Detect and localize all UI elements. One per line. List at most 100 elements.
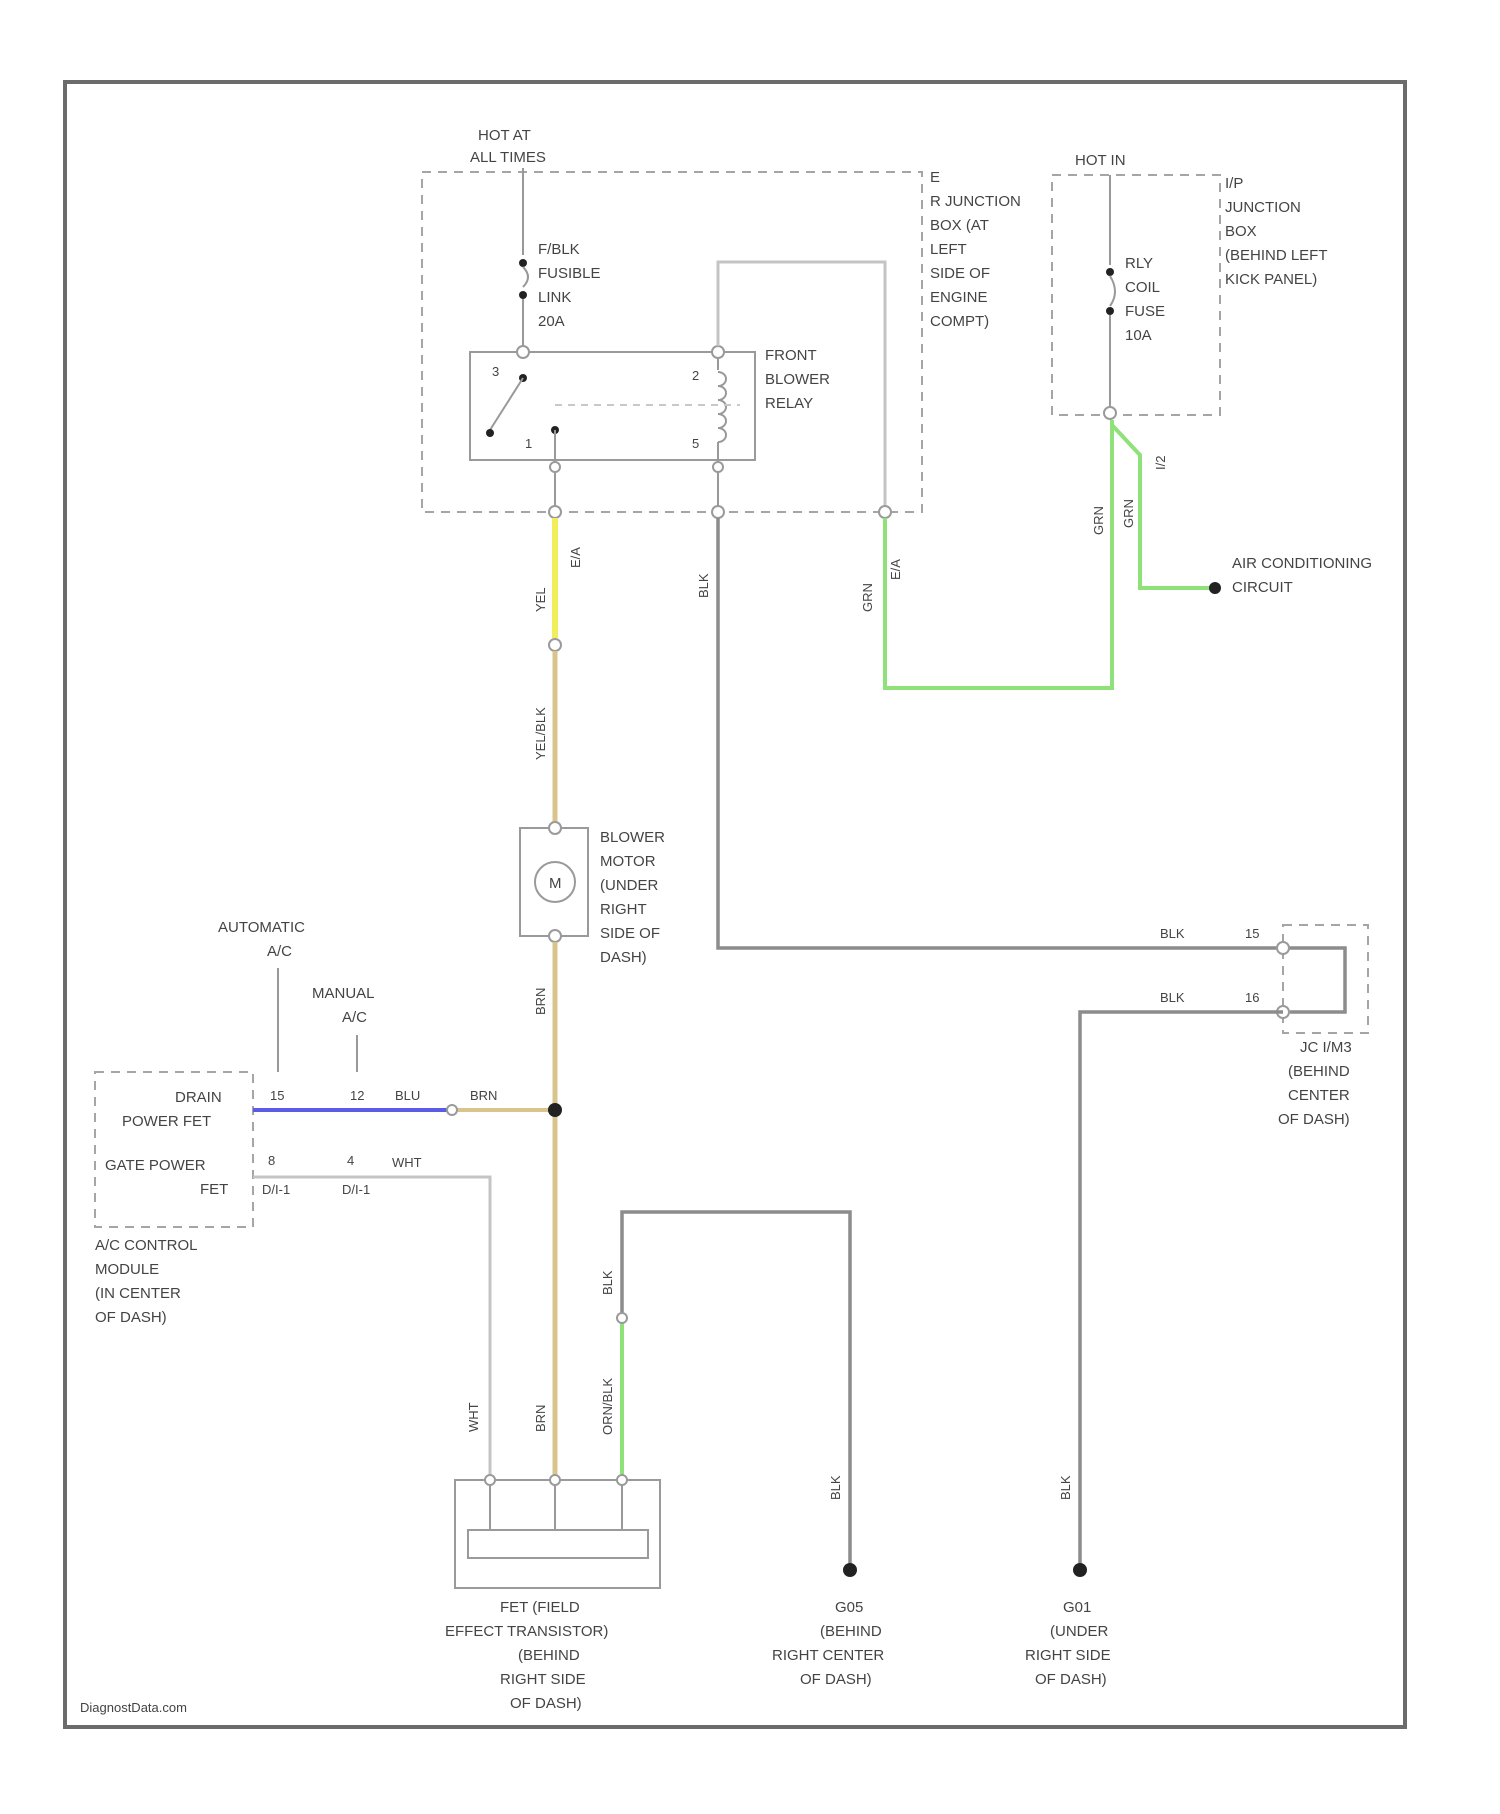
- svg-text:RELAY: RELAY: [765, 395, 813, 412]
- rly-coil-fuse: [1104, 175, 1116, 419]
- svg-text:MODULE: MODULE: [95, 1261, 159, 1278]
- blk-wire-label-4: BLK: [1058, 1475, 1073, 1500]
- watermark: DiagnostData.com: [80, 1700, 187, 1715]
- automatic-ac-label: AUTOMATIC A/C: [218, 919, 305, 960]
- ac-module-pin8: 8: [268, 1153, 275, 1168]
- ground-g01-symbol: [1073, 1563, 1087, 1577]
- joint-connector-label: JC I/M3 (BEHIND CENTER OF DASH): [1278, 1039, 1352, 1128]
- svg-text:E: E: [930, 169, 940, 186]
- blu-wire-label: BLU: [395, 1088, 420, 1103]
- ac-module-drain-label: DRAIN POWER FET: [122, 1089, 222, 1130]
- ground-g01-label: G01 (UNDER RIGHT SIDE OF DASH): [1025, 1599, 1111, 1688]
- yel-wire-label: YEL: [533, 587, 548, 612]
- brn-wire-label-2: BRN: [470, 1088, 497, 1103]
- svg-text:DRAIN: DRAIN: [175, 1089, 222, 1106]
- svg-text:1: 1: [525, 436, 532, 451]
- svg-text:A/C: A/C: [342, 1009, 367, 1026]
- svg-text:FET: FET: [200, 1181, 228, 1198]
- svg-text:FUSE: FUSE: [1125, 303, 1165, 320]
- svg-text:MANUAL: MANUAL: [312, 985, 375, 1002]
- ac-module-pin4: 4: [347, 1153, 354, 1168]
- svg-text:OF DASH): OF DASH): [510, 1695, 582, 1712]
- relay-label: FRONT BLOWER RELAY: [765, 347, 830, 412]
- svg-text:CENTER: CENTER: [1288, 1087, 1350, 1104]
- svg-text:LEFT: LEFT: [930, 241, 967, 258]
- ac-module-label: A/C CONTROL MODULE (IN CENTER OF DASH): [95, 1237, 198, 1326]
- svg-text:F/BLK: F/BLK: [538, 241, 580, 258]
- svg-text:JC I/M3: JC I/M3: [1300, 1039, 1352, 1056]
- svg-text:BLOWER: BLOWER: [765, 371, 830, 388]
- ac-module-pin12: 12: [350, 1088, 364, 1103]
- blk-wire-label-1: BLK: [696, 573, 711, 598]
- svg-text:FUSIBLE: FUSIBLE: [538, 265, 601, 282]
- ac-circuit-label: AIR CONDITIONING CIRCUIT: [1232, 555, 1372, 596]
- svg-text:SIDE OF: SIDE OF: [930, 265, 990, 282]
- joint-connector-pin-a: [1277, 942, 1289, 954]
- fet-label: FET (FIELD EFFECT TRANSISTOR) (BEHIND RI…: [445, 1599, 608, 1712]
- blk-wire-g01: [1080, 1012, 1283, 1565]
- ac-module-conn2: D/I-1: [342, 1182, 370, 1197]
- green-wire-relay-coil: [885, 420, 1112, 688]
- svg-text:DASH): DASH): [600, 949, 647, 966]
- svg-text:E/A: E/A: [888, 559, 903, 580]
- svg-text:JUNCTION: JUNCTION: [1225, 199, 1301, 216]
- fet-pins: [485, 1475, 627, 1530]
- svg-text:BLOWER: BLOWER: [600, 829, 665, 846]
- svg-text:G01: G01: [1063, 1599, 1091, 1616]
- svg-text:20A: 20A: [538, 313, 565, 330]
- svg-text:SIDE OF: SIDE OF: [600, 925, 660, 942]
- svg-text:KICK PANEL): KICK PANEL): [1225, 271, 1317, 288]
- svg-text:COMPT): COMPT): [930, 313, 989, 330]
- svg-text:AIR CONDITIONING: AIR CONDITIONING: [1232, 555, 1372, 572]
- svg-text:BOX (AT: BOX (AT: [930, 217, 989, 234]
- fet-transistor: [455, 1480, 660, 1588]
- blu-brn-connector: [447, 1105, 457, 1115]
- svg-text:3: 3: [492, 364, 499, 379]
- svg-text:FRONT: FRONT: [765, 347, 817, 364]
- blk-wire-label-2: BLK: [1160, 926, 1185, 941]
- svg-text:LINK: LINK: [538, 289, 571, 306]
- svg-text:RIGHT SIDE: RIGHT SIDE: [500, 1671, 586, 1688]
- ground-g05-symbol: [843, 1563, 857, 1577]
- svg-text:(UNDER: (UNDER: [600, 877, 658, 894]
- blower-motor-label: BLOWER MOTOR (UNDER RIGHT SIDE OF DASH): [600, 829, 665, 966]
- svg-text:(BEHIND: (BEHIND: [518, 1647, 580, 1664]
- brn-wire-label-3: BRN: [533, 1405, 548, 1432]
- ac-module-conn1: D/I-1: [262, 1182, 290, 1197]
- svg-text:OF DASH): OF DASH): [800, 1671, 872, 1688]
- svg-text:2: 2: [692, 368, 699, 383]
- ip-junction-box-label: I/P JUNCTION BOX (BEHIND LEFT KICK PANEL…: [1225, 175, 1328, 288]
- joint-connector-bridge: [1290, 948, 1345, 1012]
- svg-text:OF DASH): OF DASH): [1278, 1111, 1350, 1128]
- ac-circuit-arrow: [1209, 582, 1221, 594]
- yel-blk-wire-label: YEL/BLK: [533, 707, 548, 760]
- engine-junction-terminals: [549, 460, 891, 518]
- svg-text:(BEHIND: (BEHIND: [1288, 1063, 1350, 1080]
- svg-text:HOT AT: HOT AT: [478, 127, 531, 144]
- hot-in-label: HOT IN: [1075, 152, 1126, 169]
- ground-g05-label: G05 (BEHIND RIGHT CENTER OF DASH): [772, 1599, 884, 1688]
- blk-wire-label-3: BLK: [1160, 990, 1185, 1005]
- rly-coil-fuse-label: RLY COIL FUSE 10A: [1125, 255, 1165, 344]
- svg-text:RIGHT: RIGHT: [600, 901, 647, 918]
- svg-text:ENGINE: ENGINE: [930, 289, 988, 306]
- engine-junction-box-label: E R JUNCTION BOX (AT LEFT SIDE OF ENGINE…: [930, 169, 1021, 330]
- svg-text:EFFECT TRANSISTOR): EFFECT TRANSISTOR): [445, 1623, 608, 1640]
- blower-motor-pin-top: [549, 822, 561, 834]
- fusible-link: [519, 259, 528, 350]
- blk-wire-relay-ground: [718, 518, 1290, 948]
- svg-text:AUTOMATIC: AUTOMATIC: [218, 919, 305, 936]
- svg-text:OF DASH): OF DASH): [95, 1309, 167, 1326]
- svg-text:ALL TIMES: ALL TIMES: [470, 149, 546, 166]
- brn-splice: [548, 1103, 562, 1117]
- blower-motor-pin-bottom: [549, 930, 561, 942]
- fet-body: [468, 1530, 648, 1558]
- svg-text:RLY: RLY: [1125, 255, 1153, 272]
- svg-text:RIGHT CENTER: RIGHT CENTER: [772, 1647, 884, 1664]
- engine-connector-ids: E/A E/A: [568, 547, 903, 580]
- svg-text:10A: 10A: [1125, 327, 1152, 344]
- manual-ac-label: MANUAL A/C: [312, 985, 375, 1026]
- diagram-frame: [65, 82, 1405, 1727]
- ac-module-gate-label: GATE POWER FET: [105, 1157, 228, 1198]
- brn-wire-label-1: BRN: [533, 988, 548, 1015]
